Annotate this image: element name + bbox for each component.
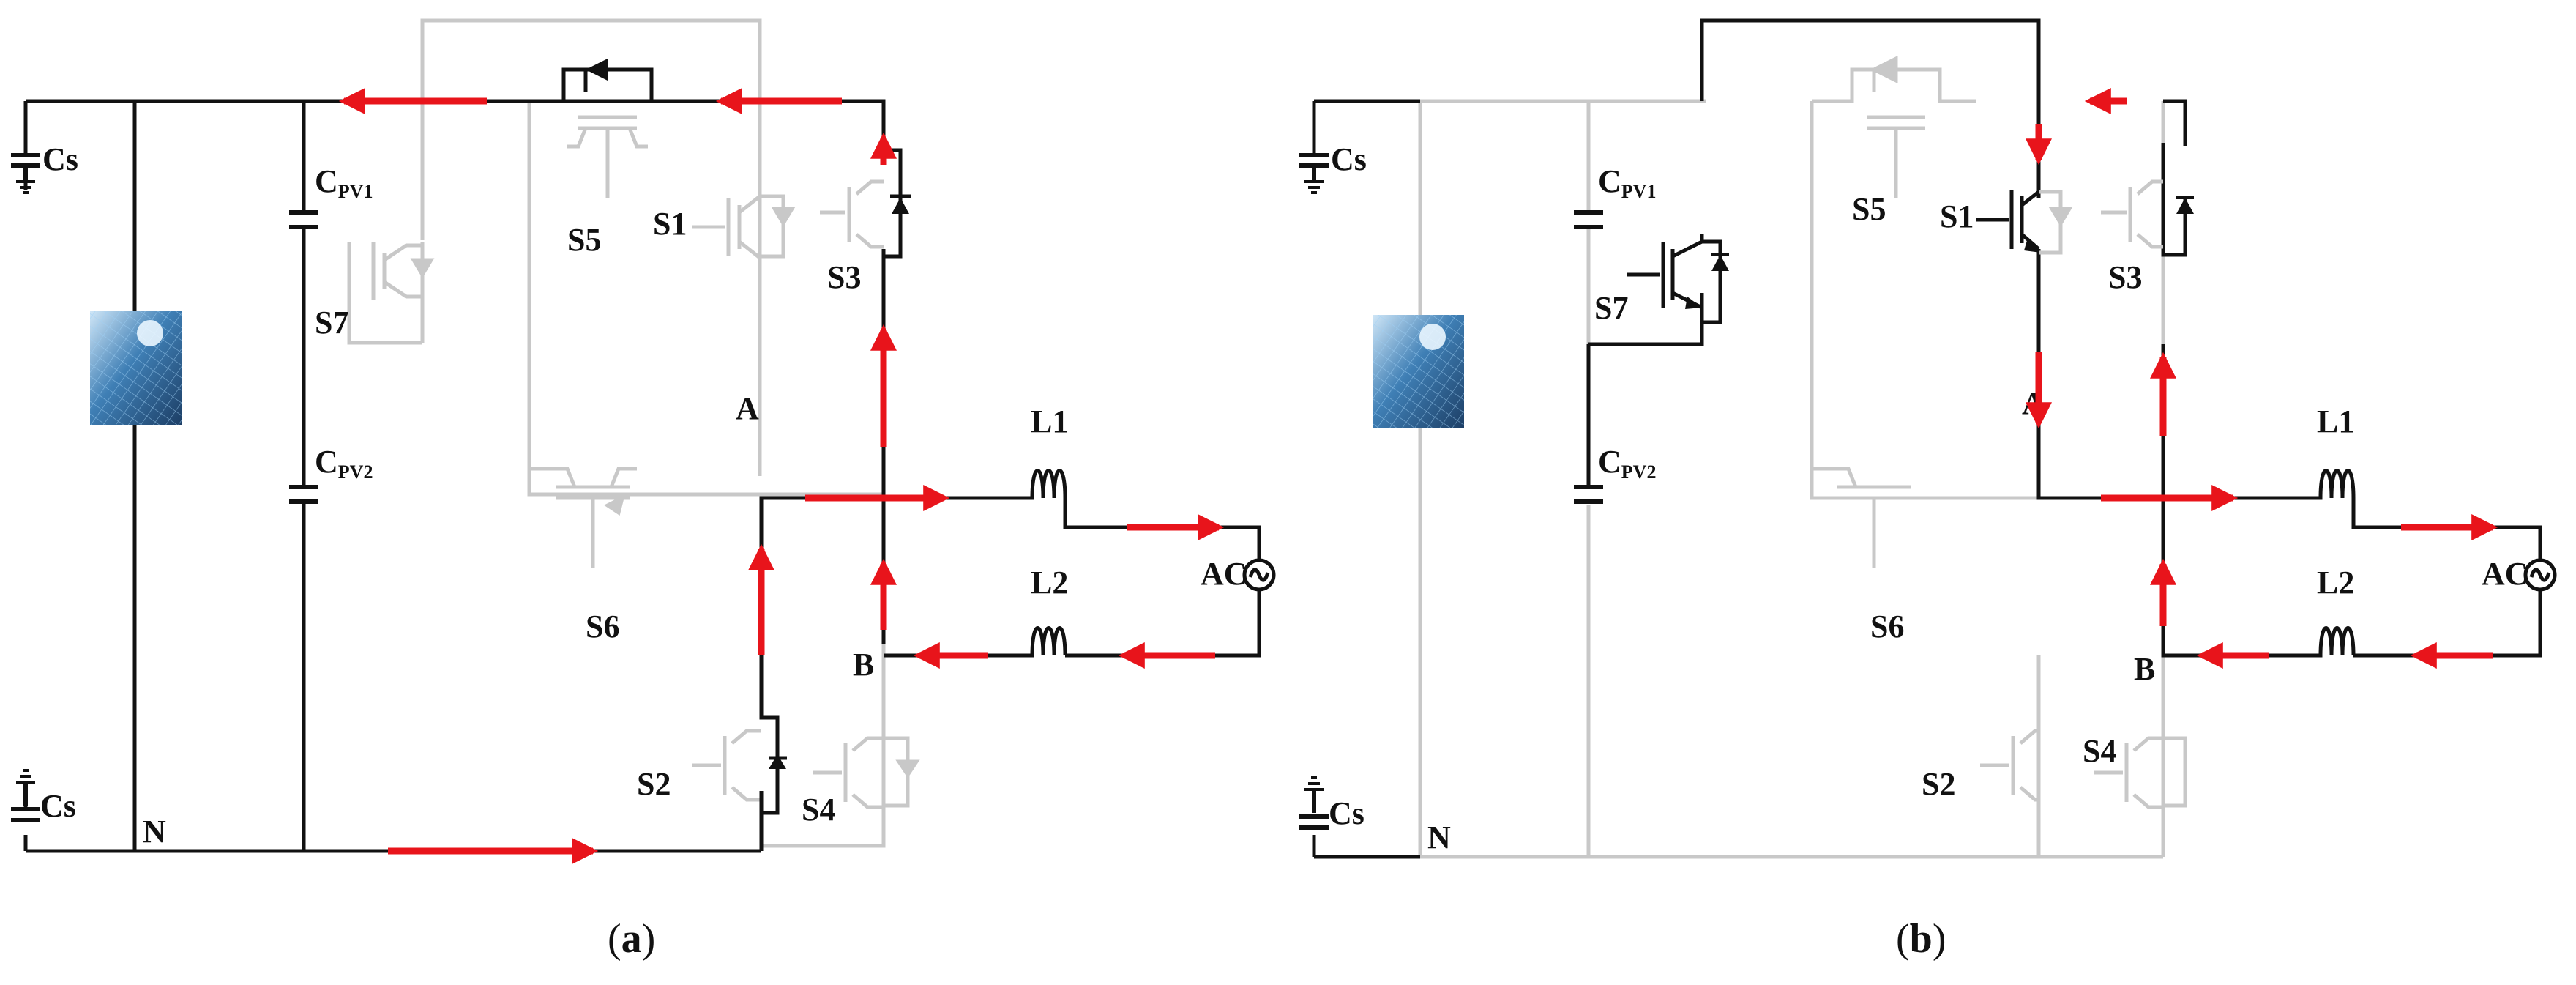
cs-top-capacitor-b (1299, 153, 1329, 194)
switch-s5 (529, 59, 654, 198)
cs-top-label: Cs (42, 141, 78, 177)
switch-s1-b (1976, 190, 2073, 255)
cs-bottom-capacitor (11, 769, 40, 822)
cs-top-label-b: Cs (1331, 141, 1367, 177)
node-b-label: B (853, 647, 874, 683)
cpv2-label: CPV2 (315, 444, 373, 483)
current-flow-arrows (338, 88, 1225, 864)
s3-label: S3 (827, 259, 861, 295)
switch-s2-b (1980, 729, 2039, 802)
node-b-label-b: B (2134, 651, 2155, 687)
cpv1-capacitor (289, 210, 318, 229)
active-wiring (23, 99, 1261, 853)
caption-b: (b) (1896, 916, 1946, 962)
s6-label-b: S6 (1870, 609, 1904, 644)
switch-s2 (692, 703, 787, 815)
ac-label-b: AC (2482, 556, 2528, 592)
pv-panel-image (90, 311, 182, 425)
switch-s1 (692, 161, 796, 259)
cs-bottom-capacitor-b (1299, 776, 1329, 830)
node-n-label: N (143, 814, 166, 850)
cpv1-label: CPV1 (315, 163, 373, 202)
caption-a: (a) (608, 916, 655, 962)
switch-s4 (813, 736, 920, 809)
panel-a: Cs Cs N CPV1 CPV2 (11, 18, 1276, 962)
inductor-l1-b (2317, 469, 2356, 500)
cpv1-label-b: CPV1 (1598, 163, 1656, 202)
cs-bottom-label: Cs (40, 788, 76, 824)
s7-label-b: S7 (1594, 290, 1628, 326)
s7-label: S7 (315, 305, 348, 341)
l1-label-b: L1 (2317, 404, 2354, 439)
s1-label: S1 (653, 206, 687, 242)
cs-top-capacitor (11, 153, 40, 194)
cpv2-capacitor-b (1574, 485, 1603, 504)
s2-label-b: S2 (1922, 766, 1955, 802)
l1-label: L1 (1031, 404, 1068, 439)
inductor-l1 (1028, 469, 1067, 500)
s5-label-b: S5 (1852, 191, 1886, 227)
ac-source-b (2523, 558, 2557, 592)
inactive-wiring (420, 18, 886, 848)
s1-label-b: S1 (1940, 198, 1974, 234)
switch-s7-b (1627, 234, 1729, 324)
inductor-l2-b (2317, 626, 2356, 658)
switch-s4-b (2094, 736, 2187, 809)
s5-label: S5 (567, 222, 601, 258)
s2-label: S2 (637, 766, 671, 802)
cpv2-capacitor (289, 485, 318, 504)
s4-label-b: S4 (2083, 733, 2116, 769)
panel-b: Cs Cs N CPV1 CPV2 (1299, 18, 2557, 962)
switch-s3 (820, 148, 911, 259)
l2-label: L2 (1031, 565, 1068, 601)
ac-source (1242, 558, 1276, 592)
node-n-label-b: N (1427, 819, 1451, 855)
s3-label-b: S3 (2108, 259, 2142, 295)
l2-label-b: L2 (2317, 565, 2354, 601)
switch-s6 (529, 467, 637, 568)
switch-s6-b (1812, 467, 1911, 568)
inductor-l2 (1028, 626, 1067, 658)
inactive-wiring-b (1314, 99, 2165, 859)
cs-bottom-label-b: Cs (1329, 795, 1364, 831)
s6-label: S6 (586, 609, 619, 644)
switch-s5-b (1812, 55, 1976, 198)
cpv1-capacitor-b (1574, 210, 1603, 229)
cpv2-label-b: CPV2 (1598, 444, 1656, 483)
pv-panel-image-b (1373, 315, 1464, 428)
ac-label: AC (1201, 556, 1247, 592)
current-flow-arrows-b (2026, 88, 2498, 669)
s4-label: S4 (802, 792, 835, 828)
switch-s7 (347, 242, 435, 345)
active-wiring-b (1312, 18, 2542, 859)
switch-s3-b (2101, 179, 2194, 249)
node-a-label: A (736, 390, 759, 426)
